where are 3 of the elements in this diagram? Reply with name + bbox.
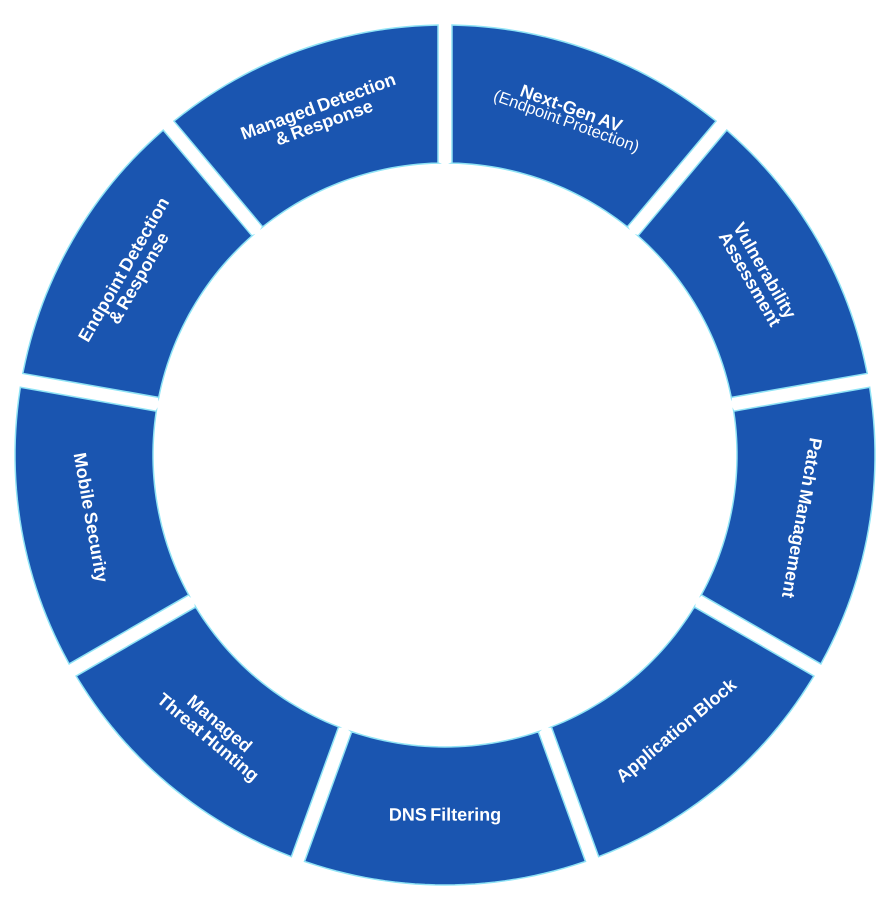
node-label: DNS Filtering — [390, 808, 500, 824]
ring-segment: Mobile Security — [14, 386, 192, 665]
ring-segment: DNS Filtering — [304, 730, 586, 886]
